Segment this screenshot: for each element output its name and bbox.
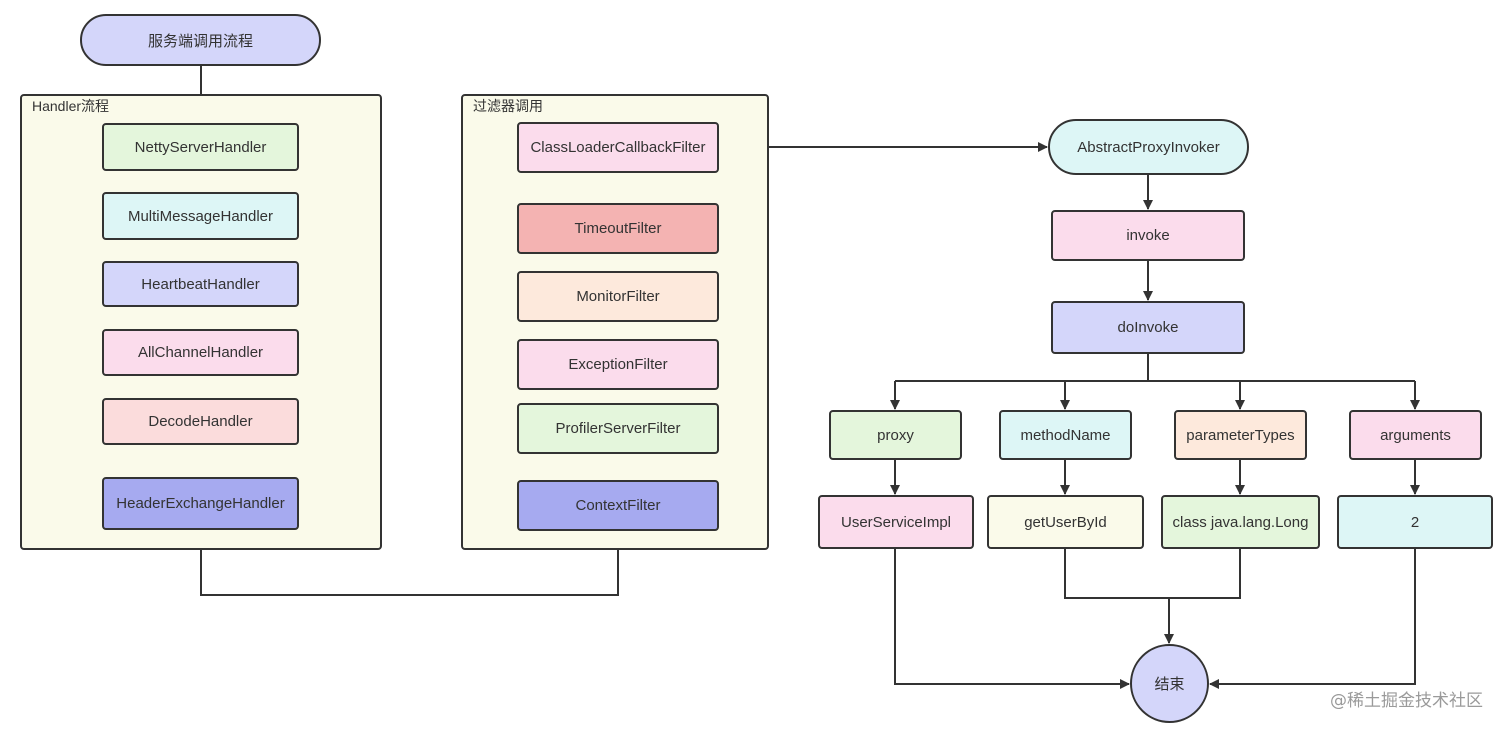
header-exchange-handler-node: HeaderExchangeHandler [102,477,299,530]
edge-arguments-value-to-end [1209,549,1416,689]
profiler-server-filter-node: ProfilerServerFilter [517,403,719,454]
netty-server-handler-node: NettyServerHandler [102,123,299,171]
value-user-service-impl-node: UserServiceImpl [818,495,974,549]
param-method-name-node: methodName [999,410,1132,460]
param-parameter-types-node: parameterTypes [1174,410,1307,460]
decode-handler-node: DecodeHandler [102,398,299,445]
edge-getuserbyid-merge [1064,549,1241,599]
timeout-filter-node: TimeoutFilter [517,203,719,254]
value-arguments-node: 2 [1337,495,1493,549]
all-channel-handler-node: AllChannelHandler [102,329,299,376]
filter-group-title: 过滤器调用 [473,98,543,114]
context-filter-node: ContextFilter [517,480,719,531]
edge-userserviceimpl-to-end [894,549,1130,689]
param-arguments-node: arguments [1349,410,1482,460]
start-node: 服务端调用流程 [80,14,321,66]
do-invoke-node: doInvoke [1051,301,1245,354]
end-node: 结束 [1130,644,1209,723]
class-loader-callback-filter-node: ClassLoaderCallbackFilter [517,122,719,173]
invoke-node: invoke [1051,210,1245,261]
value-class-java-lang-long-node: class java.lang.Long [1161,495,1320,549]
handler-group-title: Handler流程 [32,98,110,114]
heartbeat-handler-node: HeartbeatHandler [102,261,299,307]
multi-message-handler-node: MultiMessageHandler [102,192,299,240]
param-proxy-node: proxy [829,410,962,460]
value-get-user-by-id-node: getUserById [987,495,1144,549]
monitor-filter-node: MonitorFilter [517,271,719,322]
watermark: @稀土掘金技术社区 [1330,691,1483,711]
abstract-proxy-invoker-node: AbstractProxyInvoker [1048,119,1249,175]
edge-headerexchange-to-context [200,530,623,596]
exception-filter-node: ExceptionFilter [517,339,719,390]
